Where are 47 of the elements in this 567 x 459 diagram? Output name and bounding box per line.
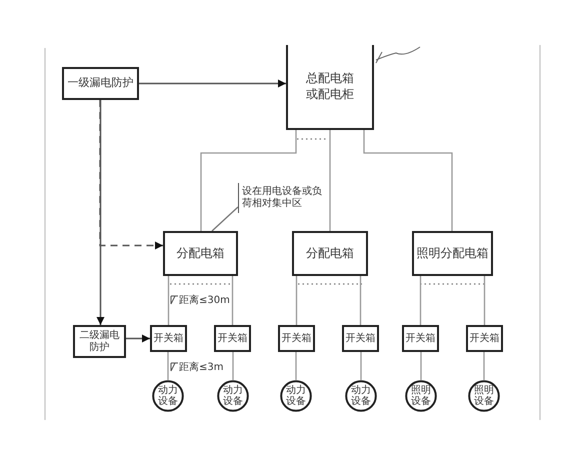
- connector-line: [360, 352, 362, 380]
- equipment-circle: [405, 380, 437, 412]
- distribution-box: 一级漏电防护: [62, 67, 139, 100]
- connector-line: [483, 352, 485, 380]
- switch-box: 开关箱: [342, 325, 379, 352]
- equipment-label: 动力设备: [157, 385, 179, 407]
- distribution-box: 分配电箱: [292, 231, 368, 276]
- equipment-label: 照明设备: [410, 385, 432, 407]
- connector-line: [168, 276, 170, 325]
- connector-line: [167, 352, 169, 380]
- switch-box: 开关箱: [150, 325, 187, 352]
- equipment-label: 照明设备: [473, 385, 495, 407]
- leader-line: [212, 206, 238, 232]
- distribution-box: 分配电箱: [163, 231, 238, 276]
- equipment-circle: [217, 380, 249, 412]
- switch-box: 开关箱: [278, 325, 315, 352]
- connector-line: [232, 276, 234, 325]
- equipment-circle: [345, 380, 377, 412]
- connector-line: [126, 334, 150, 342]
- equipment-label: 动力设备: [285, 385, 307, 407]
- connector-line: [200, 130, 297, 231]
- equipment-label: 动力设备: [350, 385, 372, 407]
- connector-line: [139, 80, 286, 88]
- switch-box: 开关箱: [402, 325, 439, 352]
- equipment-circle: [280, 380, 312, 412]
- connector-line: [420, 352, 422, 380]
- connector-line: [295, 352, 297, 380]
- connector-line: [329, 130, 331, 231]
- switch-box: 二级漏电防护: [73, 325, 126, 358]
- annotation-text: 设在用电设备或负荷相对集中区: [238, 183, 324, 213]
- connector-line: [96, 100, 104, 325]
- connector-line: [99, 100, 163, 250]
- connector-line: [232, 352, 234, 380]
- equipment-label: 动力设备: [222, 385, 244, 407]
- connector-line: [363, 130, 453, 231]
- main-distribution-cabinet: 总配电箱或配电柜: [286, 45, 374, 130]
- equipment-circle: [468, 380, 500, 412]
- connector-line: [360, 276, 362, 325]
- switch-box: 开关箱: [214, 325, 251, 352]
- equipment-circle: [152, 380, 184, 412]
- distance-label: 距离≤3m: [179, 360, 224, 374]
- connector-line: [420, 276, 422, 325]
- switch-box: 开关箱: [466, 325, 503, 352]
- connector-line: [296, 276, 298, 325]
- distribution-box: 照明分配电箱: [412, 231, 493, 276]
- connector-line: [484, 276, 486, 325]
- distance-label: 距离≤30m: [179, 293, 230, 307]
